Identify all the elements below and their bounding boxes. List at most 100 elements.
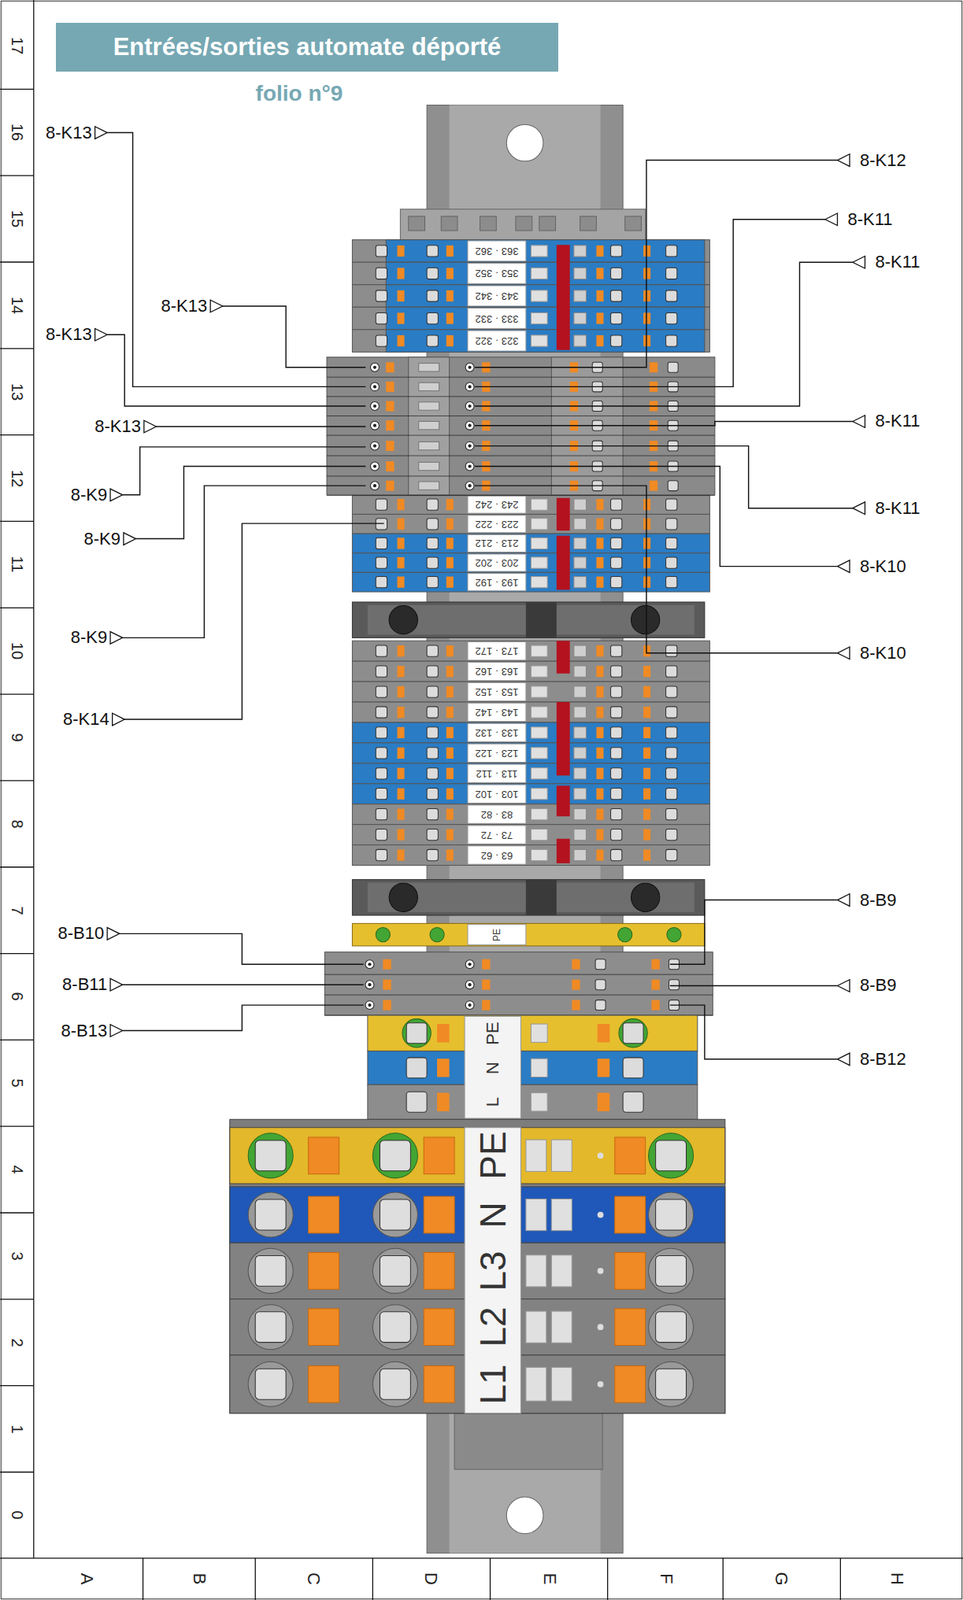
spring-clip [397, 809, 405, 821]
terminal-screw [426, 809, 438, 821]
test-socket [574, 686, 587, 698]
terminal-entry [465, 421, 475, 430]
spring-clip [385, 381, 394, 393]
jumper-bar [556, 536, 571, 591]
marker-plate [467, 825, 526, 845]
terminal-screw [666, 849, 678, 861]
terminal-screw [666, 829, 678, 841]
leader-line [474, 219, 826, 388]
leader-line [474, 160, 838, 368]
leader-line [135, 466, 366, 540]
ruler-column-letter: H [888, 1573, 906, 1586]
terminal-screw [667, 362, 678, 373]
ruler-line [607, 1559, 608, 1600]
terminal-screw [666, 499, 678, 511]
spring-clip [614, 1137, 646, 1175]
ruler-column-letter: F [657, 1574, 675, 1585]
pe-screw [618, 1019, 648, 1049]
spring-clip [596, 666, 604, 678]
spring-clip [382, 980, 391, 991]
spring-clip [643, 748, 651, 760]
terminal-entry [468, 444, 472, 449]
end-stop-detail [515, 216, 533, 231]
test-socket [574, 809, 587, 821]
terminal-screw [667, 481, 678, 492]
terminal-entry [465, 481, 475, 491]
signal-arrow [837, 154, 850, 167]
cross-reference: 8-K10 [859, 644, 907, 663]
marker-plate [467, 785, 526, 804]
terminal-screw [622, 1058, 644, 1079]
terminal-screw [426, 788, 438, 801]
leader-line [670, 900, 838, 966]
terminal-entry [373, 444, 377, 449]
pe-terminal [351, 923, 704, 947]
terminal-screw [426, 245, 438, 257]
ruler-line [372, 1559, 374, 1600]
end-stop-detail [525, 880, 557, 916]
terminal-screw [426, 537, 438, 549]
terminal-screw [611, 849, 623, 861]
supply-terminal [367, 1085, 698, 1120]
terminal-screw [375, 267, 387, 279]
terminal-screw [666, 707, 678, 719]
terminal-screw [666, 645, 678, 657]
spring-clip [597, 1059, 611, 1078]
test-socket [530, 245, 548, 257]
terminal-entry [373, 385, 377, 389]
terminal-screw [426, 577, 438, 589]
terminal-screw [426, 849, 438, 861]
test-socket [530, 849, 548, 861]
terminal-screw [248, 1192, 293, 1238]
cross-reference: 8-K11 [874, 412, 920, 430]
spring-clip [597, 1024, 611, 1043]
terminal-entry [365, 981, 375, 990]
test-socket [574, 707, 587, 719]
terminal-screw [426, 727, 438, 739]
ruler-row-number: 0 [9, 1511, 26, 1521]
spring-clip [397, 768, 405, 780]
signal-arrow [95, 328, 108, 341]
terminal-entry [373, 484, 377, 488]
terminal-entry [465, 402, 475, 412]
terminal-row [351, 845, 710, 867]
ruler-line [33, 0, 34, 1560]
terminal-row [351, 784, 710, 805]
marker-plate [467, 925, 526, 946]
spring-clip [446, 809, 454, 821]
terminal-screw [379, 1200, 411, 1231]
spring-clip [423, 1366, 455, 1404]
test-socket [530, 829, 548, 841]
test-socket [574, 849, 587, 861]
test-point [597, 1268, 604, 1275]
terminal-screw [611, 499, 623, 511]
terminal-screw [622, 1092, 644, 1113]
terminal-entry [370, 382, 380, 392]
terminal-screw [655, 1140, 687, 1172]
terminal-screw [611, 768, 623, 780]
leader-line [670, 985, 838, 987]
signal-arrow [110, 632, 123, 645]
terminal-marker: 353 · 352 [474, 268, 519, 279]
terminal-screw [426, 290, 438, 302]
cross-reference: 8-K9 [84, 530, 121, 549]
terminal-screw [668, 980, 679, 991]
leader-line [107, 334, 366, 407]
ruler-row-number: 16 [9, 123, 26, 141]
terminal-marker: 203 · 202 [474, 558, 519, 569]
leader-line [122, 1005, 364, 1031]
spring-clip [308, 1137, 340, 1175]
terminal-entry [468, 424, 472, 428]
sensor-terminal-block [324, 952, 713, 1016]
terminal-screw [611, 335, 623, 347]
test-socket [525, 1255, 547, 1288]
signal-arrow [123, 533, 137, 546]
terminal-entry [370, 421, 380, 430]
ruler-line [722, 1559, 724, 1600]
terminal-screw [655, 1255, 687, 1287]
spring-clip [643, 707, 651, 719]
signal-arrow [95, 126, 108, 140]
terminal-screw [666, 686, 678, 698]
terminal-entry [367, 963, 371, 967]
ruler-row-number: 8 [9, 819, 26, 829]
